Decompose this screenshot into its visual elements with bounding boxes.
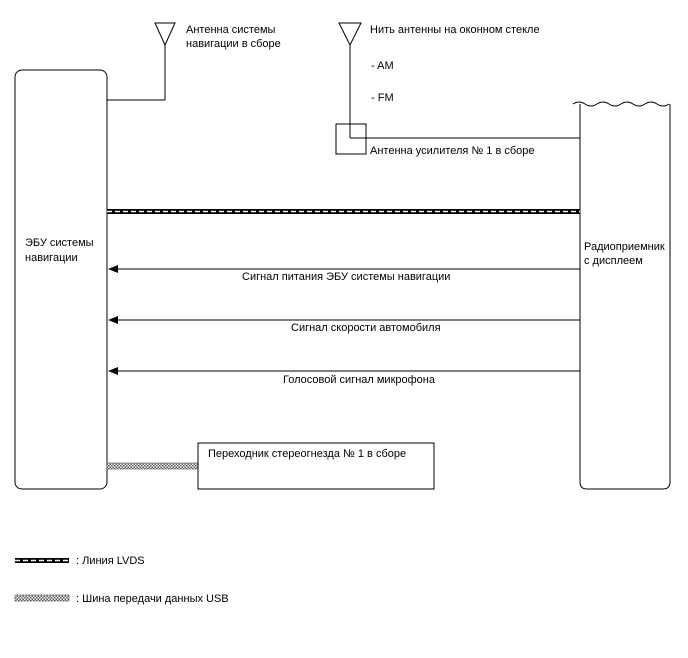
ecu-label: ЭБУ системы навигации [25, 237, 97, 264]
adapter-label: Переходник стереогнезда № 1 в сборе [208, 448, 406, 460]
legend-usb-label: : Шина передачи данных USB [76, 593, 229, 605]
nav-antenna-label: Антенна системы навигации в сборе [186, 24, 281, 50]
voice-signal-label: Голосовой сигнал микрофона [283, 374, 436, 386]
nav-antenna-icon [107, 22, 176, 101]
window-antenna-icon [338, 22, 362, 138]
fm-label: - FM [371, 92, 394, 104]
power-signal-label: Сигнал питания ЭБУ системы навигации [242, 271, 450, 283]
speed-signal-label: Сигнал скорости автомобиля [291, 322, 441, 334]
amplifier-box [335, 123, 367, 155]
lvds-line [107, 209, 580, 214]
radio-break-line [572, 101, 670, 107]
legend-lvds-swatch [15, 558, 69, 563]
ecu-block [14, 69, 108, 490]
legend-usb-swatch [14, 594, 70, 602]
usb-bus-line [106, 462, 199, 470]
window-antenna-label: Нить антенны на оконном стекле [370, 24, 540, 36]
amplifier-label: Антенна усилителя № 1 в сборе [370, 145, 535, 157]
radio-label: Радиоприемник с дисплеем [584, 241, 668, 267]
radio-block [579, 104, 671, 490]
legend-lvds-label: : Линия LVDS [76, 555, 145, 567]
power-signal-line [108, 265, 580, 273]
speed-signal-line [108, 316, 580, 324]
voice-signal-line [108, 367, 580, 375]
adapter-box [197, 442, 435, 490]
am-label: - AM [371, 60, 394, 72]
